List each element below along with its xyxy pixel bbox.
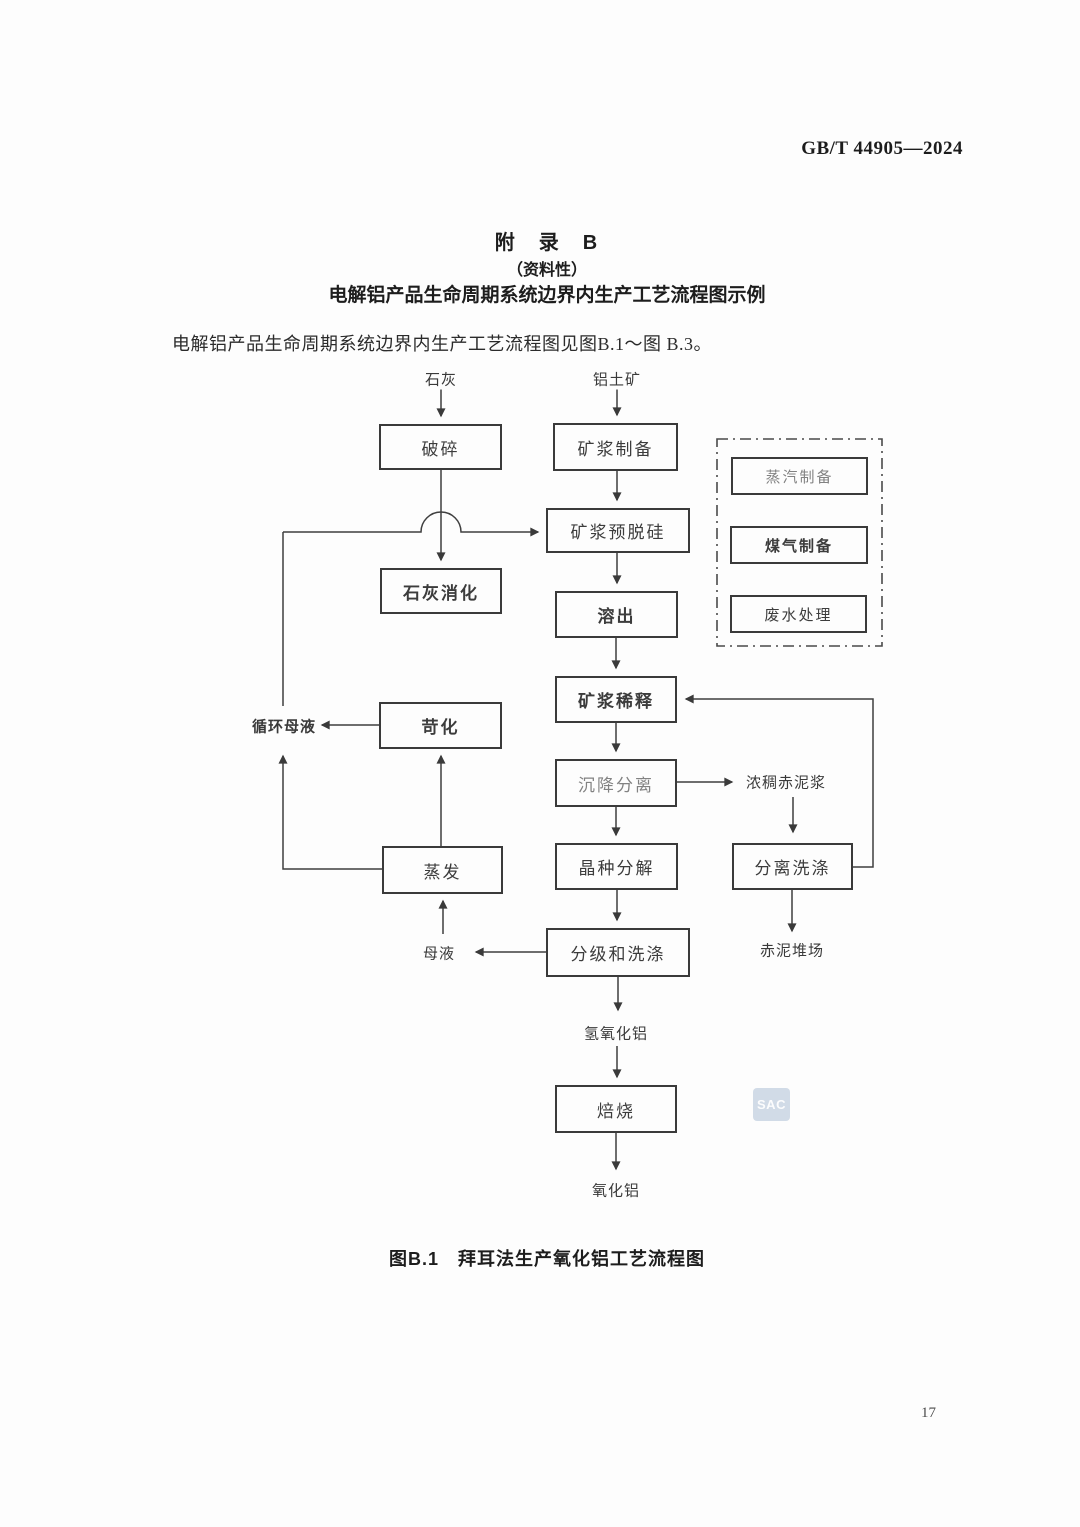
figure-caption: 图B.1 拜耳法生产氧化铝工艺流程图	[388, 1249, 705, 1269]
flow-box-evaporation: 蒸发	[382, 846, 503, 894]
appendix-subtitle: （资料性）	[506, 262, 587, 279]
flow-box-causticization: 苛化	[379, 702, 502, 749]
flow-box-steam-preparation: 蒸汽制备	[731, 457, 868, 495]
flow-box-lime-digestion: 石灰消化	[380, 568, 502, 614]
label-aluminum-hydroxide: 氢氧化铝	[581, 1022, 651, 1044]
appendix-heading: 电解铝产品生命周期系统边界内生产工艺流程图示例	[328, 285, 766, 306]
label-circulating-mother-liquor: 循环母液	[249, 715, 319, 737]
arrow-separation-washing-to-dilution	[684, 694, 874, 868]
flow-box-gas-preparation: 煤气制备	[730, 526, 868, 564]
label-mother-liquor: 母液	[420, 942, 458, 964]
body-paragraph: 电解铝产品生命周期系统边界内生产工艺流程图见图B.1～图 B.3。	[172, 334, 713, 354]
flow-box-settling-separation: 沉降分离	[555, 759, 677, 807]
label-alumina: 氧化铝	[589, 1179, 643, 1201]
arrow-evaporation-to-circulating-liquor	[278, 754, 382, 870]
page-number: 17	[921, 1405, 936, 1421]
arrow-recycle-to-desilication-with-hop	[283, 511, 540, 537]
label-red-mud-yard: 赤泥堆场	[757, 939, 827, 961]
flow-box-wastewater-treatment: 废水处理	[730, 595, 867, 633]
appendix-title: 附 录 B	[494, 232, 600, 254]
label-thick-red-mud-slurry: 浓稠赤泥浆	[743, 771, 829, 793]
flow-box-classification-washing: 分级和洗涤	[546, 928, 690, 977]
flow-box-crushing: 破碎	[379, 424, 502, 470]
label-lime: 石灰	[422, 368, 460, 390]
utilities-dashed-boundary	[716, 438, 883, 647]
standard-number-header: GB/T 44905—2024	[801, 138, 963, 159]
flow-box-slurry-dilution: 矿浆稀释	[555, 676, 677, 723]
label-bauxite: 铝土矿	[590, 368, 644, 390]
sac-watermark: SAC	[753, 1088, 790, 1121]
flow-box-seed-decomposition: 晶种分解	[555, 843, 678, 890]
flow-box-pre-desilication: 矿浆预脱硅	[546, 508, 690, 553]
flow-box-separation-washing: 分离洗涤	[732, 843, 853, 890]
flow-box-slurry-preparation: 矿浆制备	[553, 423, 678, 471]
flow-box-dissolution: 溶出	[555, 591, 678, 638]
flow-box-roasting: 焙烧	[555, 1085, 677, 1133]
